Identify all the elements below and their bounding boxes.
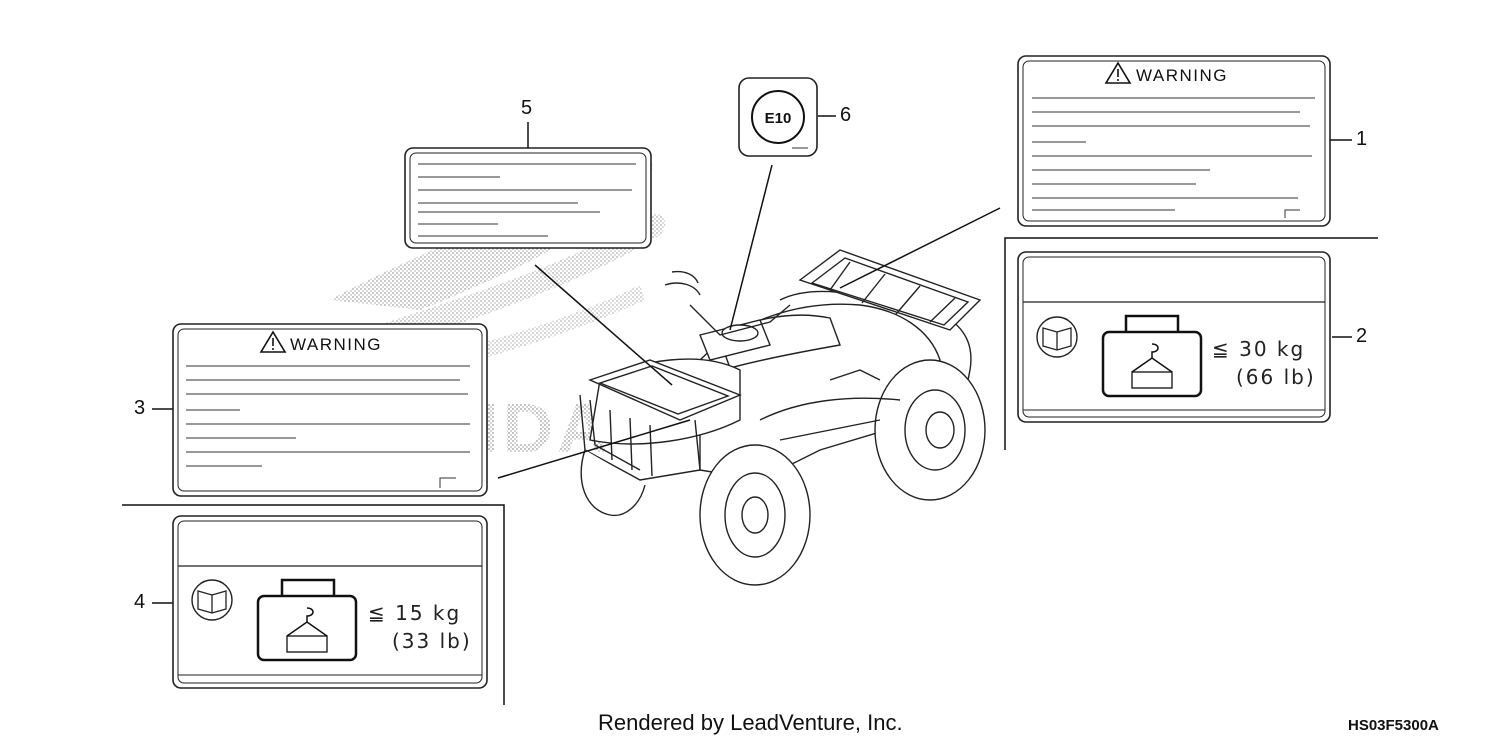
callout-6: 6 (840, 104, 852, 126)
atv-illustration (579, 249, 986, 586)
label-2-capacity-rear: ≦ 30 kg (66 lb) (1017, 251, 1331, 423)
callout-5: 5 (521, 97, 533, 119)
label-1-warning: WARNING (1017, 55, 1331, 227)
label-4-capacity-line2: (33 lb) (392, 629, 472, 653)
callout-4: 4 (134, 591, 146, 613)
label-4-capacity-front: ≦ 15 kg (33 lb) (172, 515, 488, 689)
footer-code: HS03F5300A (1348, 717, 1439, 734)
label-4-capacity-line1: ≦ 15 kg (368, 601, 461, 625)
label-2-capacity-line2: (66 lb) (1236, 365, 1316, 389)
leader-lines (122, 115, 1378, 705)
warning-triangle-icon (259, 330, 287, 353)
label-1-title: WARNING (1136, 66, 1228, 85)
manual-book-icon (191, 579, 233, 621)
manual-book-icon (1036, 316, 1078, 358)
label-3-warning: WARNING (172, 323, 488, 497)
callout-3: 3 (134, 397, 146, 419)
label-3-title: WARNING (290, 335, 382, 354)
callout-1: 1 (1356, 128, 1368, 150)
e10-text: E10 (765, 110, 792, 127)
cargo-bag-icon (256, 578, 358, 662)
label-5-plate (404, 147, 652, 249)
warning-triangle-icon (1104, 61, 1132, 84)
label-6-e10: E10 (738, 77, 818, 157)
cargo-bag-icon (1101, 314, 1203, 398)
callout-2: 2 (1356, 325, 1368, 347)
label-2-capacity-line1: ≦ 30 kg (1212, 337, 1305, 361)
footer-credit: Rendered by LeadVenture, Inc. (598, 710, 903, 735)
